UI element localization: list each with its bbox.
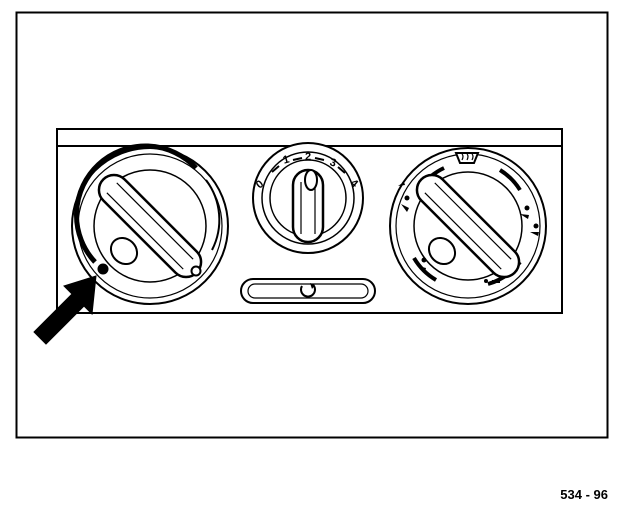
person-feet-icon bbox=[520, 205, 530, 219]
person-head-feet-icon bbox=[398, 182, 410, 212]
fan-speed-knob[interactable] bbox=[252, 142, 364, 254]
fan-speed-2: 2 bbox=[305, 151, 311, 163]
person-head-icon bbox=[418, 257, 427, 272]
marked-point bbox=[97, 263, 109, 275]
fan-speed-3: 3 bbox=[328, 156, 338, 169]
arrow-icon bbox=[33, 275, 97, 345]
figure-border bbox=[15, 11, 609, 439]
indicator-dot bbox=[190, 265, 202, 277]
temperature-knob[interactable] bbox=[71, 143, 229, 305]
recirculation-icon bbox=[300, 283, 316, 298]
recirculation-button[interactable] bbox=[240, 278, 376, 304]
person-defrost-feet-icon bbox=[484, 223, 539, 283]
figure-label: 534 - 96 bbox=[560, 487, 608, 502]
fan-speed-1: 1 bbox=[282, 154, 291, 167]
windshield-defrost-icon bbox=[454, 152, 480, 164]
air-distribution-knob[interactable] bbox=[389, 147, 547, 305]
